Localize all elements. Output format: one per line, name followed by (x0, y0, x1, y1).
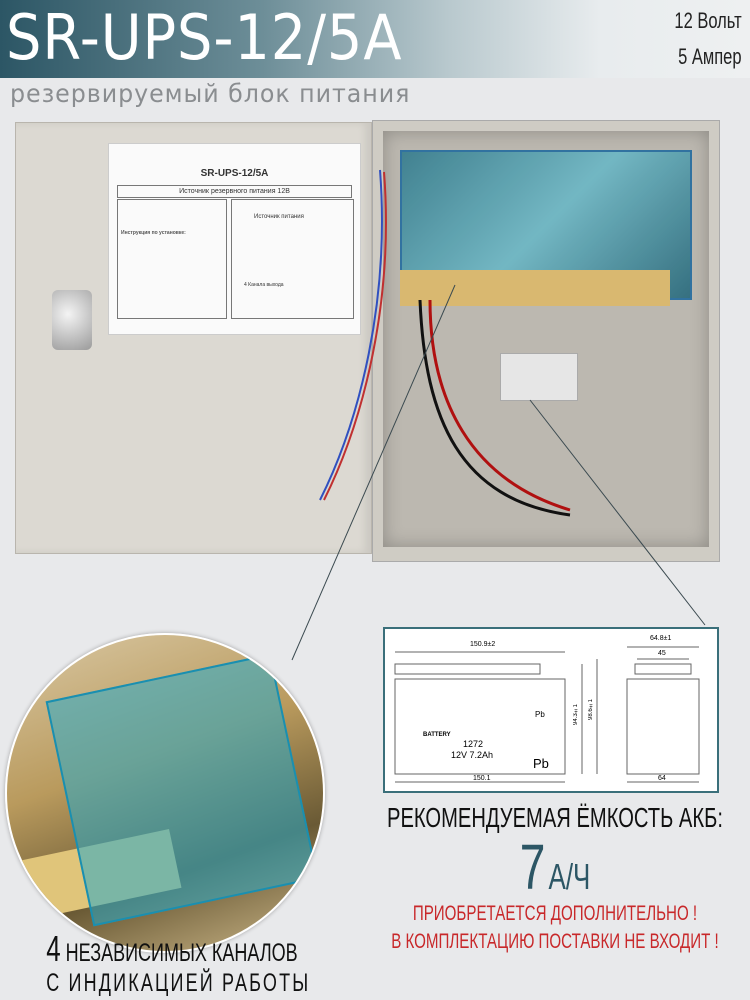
label-model: SR-UPS-12/5A (200, 168, 269, 179)
channels-line1: 4 НЕЗАВИСИМЫХ КАНАЛОВ (46, 928, 297, 969)
pb-mark-2: Pb (533, 756, 549, 771)
channels-count: 4 (46, 928, 61, 969)
product-title: SR-UPS-12/5A (6, 1, 403, 74)
instructions-title: Инструкция по установке: (121, 230, 186, 236)
terminal-block (400, 270, 670, 306)
dim-width-bottom: 150.1 (473, 775, 491, 782)
capacity-value: 7 (519, 831, 546, 903)
device-label: SR-UPS-12/5A Источник резервного питания… (108, 143, 361, 335)
battery-rating: 12V 7.2Ah (451, 750, 494, 760)
pb-mark-1: Pb (535, 710, 545, 719)
capacity-unit: А/Ч (548, 856, 591, 897)
purchase-note: ПРИОБРЕТАЕТСЯ ДОПОЛНИТЕЛЬНО ! (412, 902, 698, 925)
board-closeup (5, 633, 325, 953)
battery-label: BATTERY (423, 732, 451, 738)
battery-outline (394, 646, 700, 783)
channels-text: НЕЗАВИСИМЫХ КАНАЛОВ (65, 939, 298, 967)
battery-drawing: 150.9±2 150.1 94.3±1 98.6±1 64.8±1 45 64… (383, 627, 719, 793)
voltage-spec: 12 Вольт (674, 8, 742, 33)
channels-line2: С ИНДИКАЦИЕЙ РАБОТЫ (46, 969, 311, 997)
battery-bracket (500, 353, 578, 401)
battery-model: 1272 (463, 739, 484, 749)
door-lock (52, 290, 92, 350)
recommend-capacity: 7 А/Ч (361, 835, 750, 899)
product-subtitle: резервируемый блок питания (10, 79, 411, 108)
dim-depth-bottom: 64 (658, 775, 666, 782)
label-heading: Источник резервного питания 12В (117, 185, 352, 198)
header-banner: SR-UPS-12/5A 12 Вольт 5 Ампер (0, 0, 750, 78)
dim-height2: 98.6±1 (588, 699, 594, 721)
recommend-heading: РЕКОМЕНДУЕМАЯ ЁМКОСТЬ АКБ: (387, 802, 723, 833)
dim-depth-top: 64.8±1 (650, 635, 672, 642)
dim-height1: 94.3±1 (573, 704, 579, 726)
dim-terminal-spacing: 45 (658, 650, 666, 657)
not-included-note: В КОМПЛЕКТАЦИЮ ПОСТАВКИ НЕ ВХОДИТ ! (391, 930, 719, 953)
diagram-outputs: 4 Канала выхода (244, 282, 284, 288)
label-diagram: Источник питания 4 Канала выхода (231, 199, 354, 319)
current-spec: 5 Ампер (678, 44, 742, 69)
label-instructions: Инструкция по установке: (117, 199, 227, 319)
diagram-title: Источник питания (254, 214, 304, 220)
dim-width-top: 150.9±2 (470, 641, 496, 648)
